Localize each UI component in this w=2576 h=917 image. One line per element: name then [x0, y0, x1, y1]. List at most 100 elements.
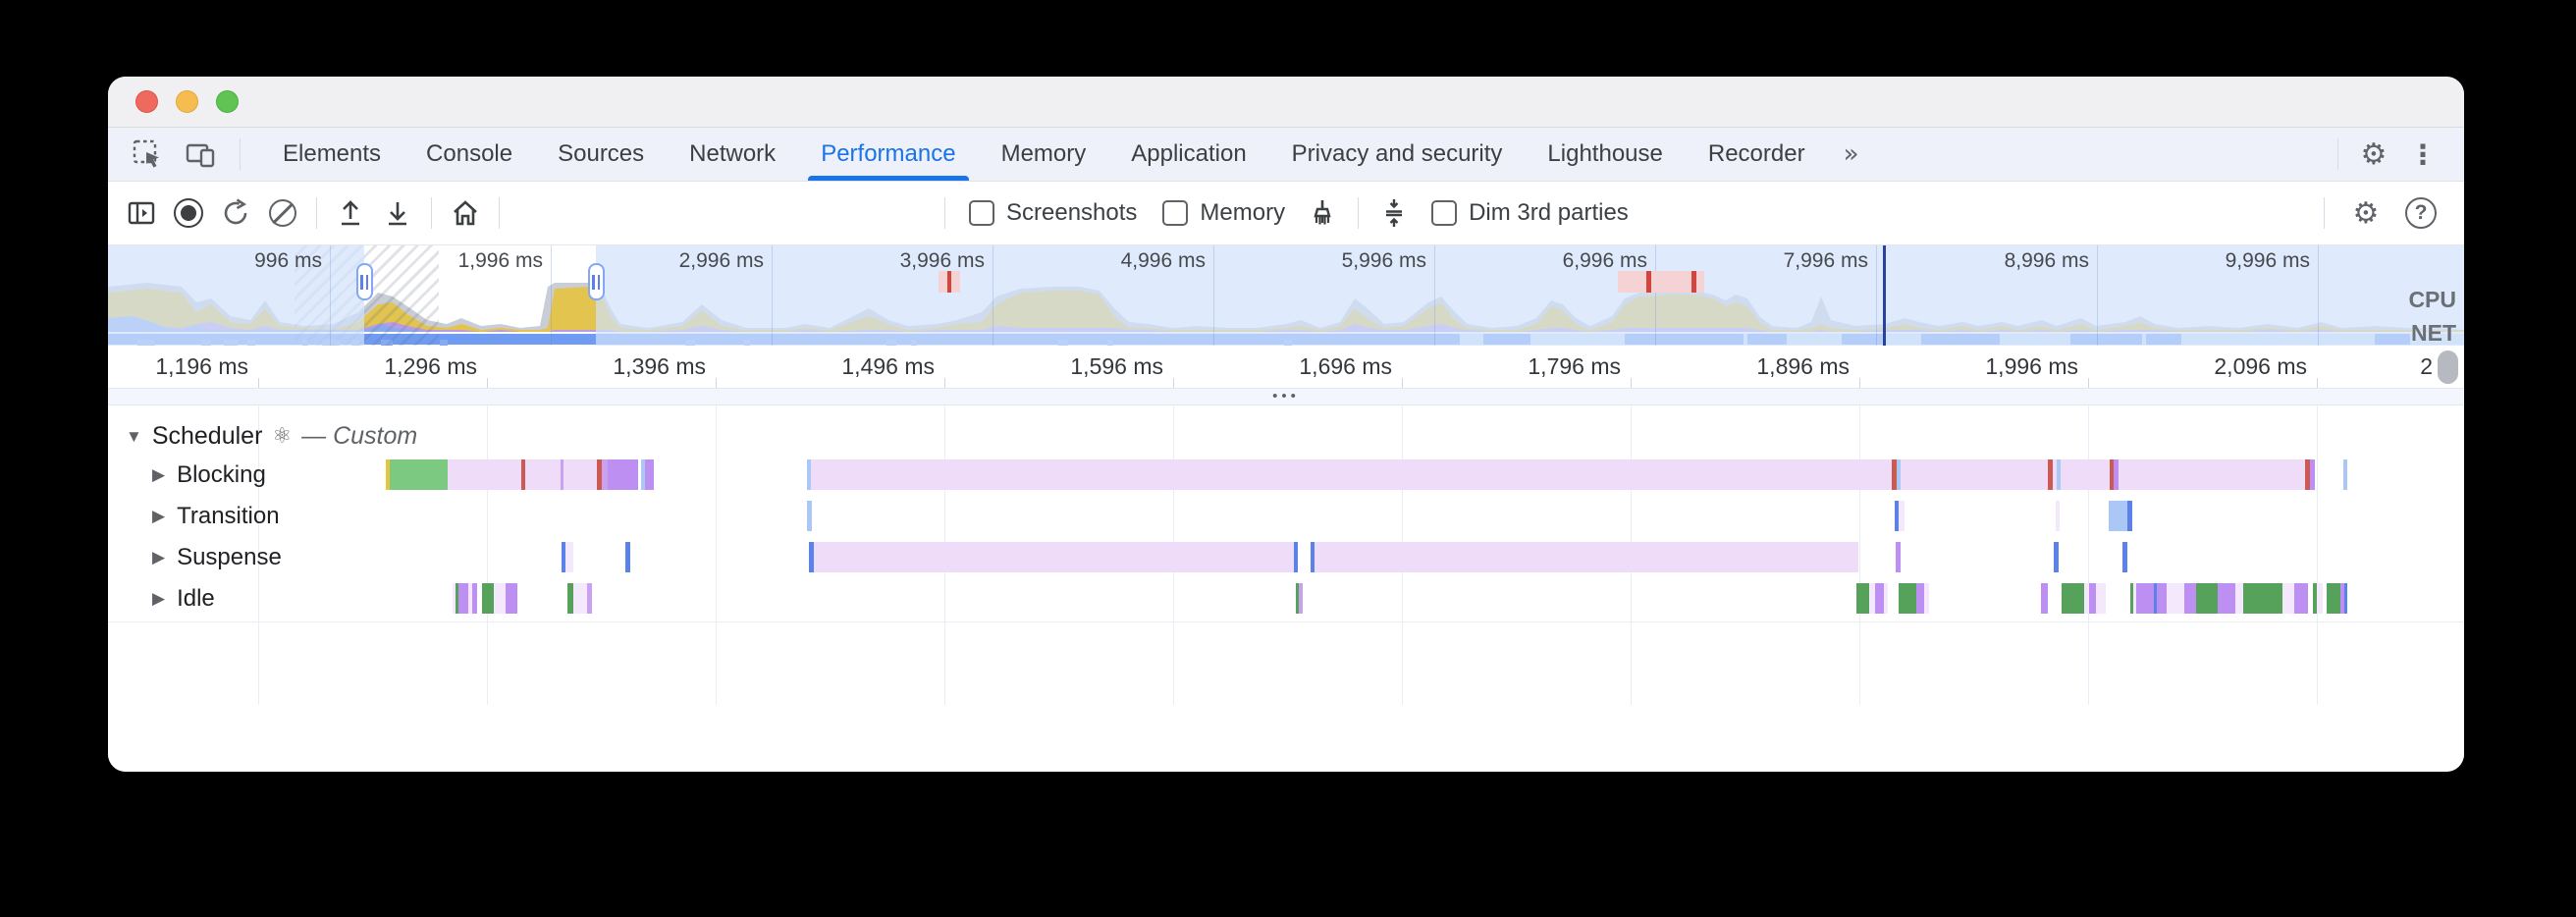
expand-triangle-icon[interactable]: ▶ — [152, 464, 166, 484]
load-profile-button[interactable] — [331, 193, 370, 233]
flame-bar[interactable] — [2056, 501, 2060, 531]
flame-bar[interactable] — [468, 583, 472, 614]
flame-bar[interactable] — [1884, 583, 1888, 614]
track-row-suspense[interactable]: ▶Suspense — [152, 542, 282, 572]
flame-bar[interactable] — [1875, 583, 1884, 614]
flame-bar[interactable] — [521, 459, 525, 490]
flame-bar[interactable] — [2340, 583, 2344, 614]
flame-bar[interactable] — [608, 459, 638, 490]
memory-checkbox[interactable] — [1162, 200, 1189, 226]
minimize-window-button[interactable] — [176, 90, 198, 113]
flame-bar[interactable] — [2053, 459, 2057, 490]
flame-bar[interactable] — [811, 459, 1892, 490]
expand-triangle-icon[interactable]: ▶ — [152, 547, 166, 566]
issue-marker-band[interactable] — [1618, 271, 1704, 293]
flame-bar[interactable] — [645, 459, 654, 490]
playhead-line[interactable] — [1883, 245, 1886, 346]
flame-bar[interactable] — [386, 459, 390, 490]
flame-bar[interactable] — [561, 459, 564, 490]
flame-bar[interactable] — [2184, 583, 2196, 614]
track-group-header[interactable]: ▼Scheduler⚛— Custom — [126, 422, 417, 451]
flame-bar[interactable] — [597, 459, 602, 490]
flame-bar[interactable] — [2282, 583, 2294, 614]
selection-handle-right[interactable] — [587, 263, 605, 300]
tab-console[interactable]: Console — [426, 140, 513, 167]
flame-bar[interactable] — [562, 542, 565, 572]
flame-bar[interactable] — [2127, 501, 2132, 531]
flame-bar[interactable] — [587, 583, 592, 614]
drag-handle-icon[interactable]: ••• — [1272, 388, 1300, 405]
flame-bar[interactable] — [1899, 501, 1905, 531]
inspect-element-button[interactable] — [128, 135, 167, 174]
help-button[interactable]: ? — [2401, 193, 2441, 233]
tab-lighthouse[interactable]: Lighthouse — [1547, 140, 1663, 167]
track-row-blocking[interactable]: ▶Blocking — [152, 459, 266, 490]
collect-garbage-button[interactable] — [1303, 193, 1342, 233]
flame-bar[interactable] — [2054, 542, 2059, 572]
flame-bar[interactable] — [1901, 459, 2048, 490]
clear-recording-button[interactable] — [263, 193, 302, 233]
flame-bar[interactable] — [565, 542, 573, 572]
issue-marker-tick[interactable] — [1646, 271, 1651, 293]
flame-bar[interactable] — [602, 459, 608, 490]
flame-bar[interactable] — [2196, 583, 2218, 614]
flame-bar[interactable] — [448, 459, 521, 490]
tab-privacy-and-security[interactable]: Privacy and security — [1291, 140, 1503, 167]
flame-bar[interactable] — [807, 459, 811, 490]
flame-bar[interactable] — [2157, 583, 2167, 614]
flame-bar[interactable] — [2041, 583, 2048, 614]
flame-bar[interactable] — [1892, 459, 1897, 490]
flame-bar[interactable] — [472, 583, 477, 614]
flame-bar[interactable] — [1916, 583, 1924, 614]
expand-triangle-icon[interactable]: ▶ — [152, 588, 166, 608]
flame-bar[interactable] — [2114, 459, 2119, 490]
track-row-idle[interactable]: ▶Idle — [152, 583, 215, 614]
dim-3rd-parties-checkbox[interactable] — [1431, 200, 1458, 226]
scrollbar-thumb[interactable] — [2438, 351, 2458, 384]
flame-bar[interactable] — [1299, 583, 1303, 614]
dim-3rd-parties-toggle[interactable]: Dim 3rd parties — [1423, 199, 1637, 227]
kebab-menu-icon[interactable]: ⋮ — [2409, 137, 2437, 171]
flame-bar[interactable] — [2057, 459, 2061, 490]
selection-handle-left[interactable] — [355, 263, 373, 300]
flame-bar[interactable] — [2343, 459, 2347, 490]
tab-performance[interactable]: Performance — [798, 128, 978, 181]
flame-bar[interactable] — [494, 583, 506, 614]
flame-bar[interactable] — [807, 501, 812, 531]
flame-bar[interactable] — [564, 459, 597, 490]
flame-bar[interactable] — [1899, 583, 1916, 614]
flame-bar[interactable] — [2154, 583, 2157, 614]
save-profile-button[interactable] — [378, 193, 417, 233]
flame-bar[interactable] — [1869, 583, 1875, 614]
flame-bar[interactable] — [2313, 583, 2317, 614]
flame-bar[interactable] — [1897, 459, 1901, 490]
flame-bar[interactable] — [390, 459, 448, 490]
flame-bar[interactable] — [1896, 542, 1901, 572]
device-toolbar-button[interactable] — [181, 135, 220, 174]
flame-bar[interactable] — [2096, 583, 2106, 614]
flame-bar[interactable] — [1315, 542, 1858, 572]
flame-bar[interactable] — [573, 583, 587, 614]
flame-bar[interactable] — [2235, 583, 2243, 614]
flame-bar[interactable] — [2130, 583, 2133, 614]
flame-bar[interactable] — [809, 542, 814, 572]
flame-bar[interactable] — [2084, 583, 2089, 614]
flame-bar[interactable] — [2317, 583, 2323, 614]
flame-bar[interactable] — [2243, 583, 2282, 614]
settings-gear-icon[interactable]: ⚙ — [2360, 136, 2388, 172]
flame-bar[interactable] — [1296, 583, 1299, 614]
flame-bar[interactable] — [2310, 459, 2315, 490]
flame-bar[interactable] — [453, 583, 456, 614]
flame-bar[interactable] — [2122, 542, 2127, 572]
flame-bar[interactable] — [2294, 583, 2308, 614]
capture-settings-gear-icon[interactable]: ⚙ — [2352, 195, 2380, 231]
flame-bar[interactable] — [2110, 459, 2114, 490]
issue-marker-tick[interactable] — [1691, 271, 1696, 293]
issue-marker-tick[interactable] — [947, 271, 951, 293]
flame-bar[interactable] — [2327, 583, 2340, 614]
flame-bar[interactable] — [458, 583, 468, 614]
collapse-tracks-button[interactable] — [1374, 193, 1414, 233]
flame-bar[interactable] — [2119, 459, 2305, 490]
tab-sources[interactable]: Sources — [558, 140, 645, 167]
